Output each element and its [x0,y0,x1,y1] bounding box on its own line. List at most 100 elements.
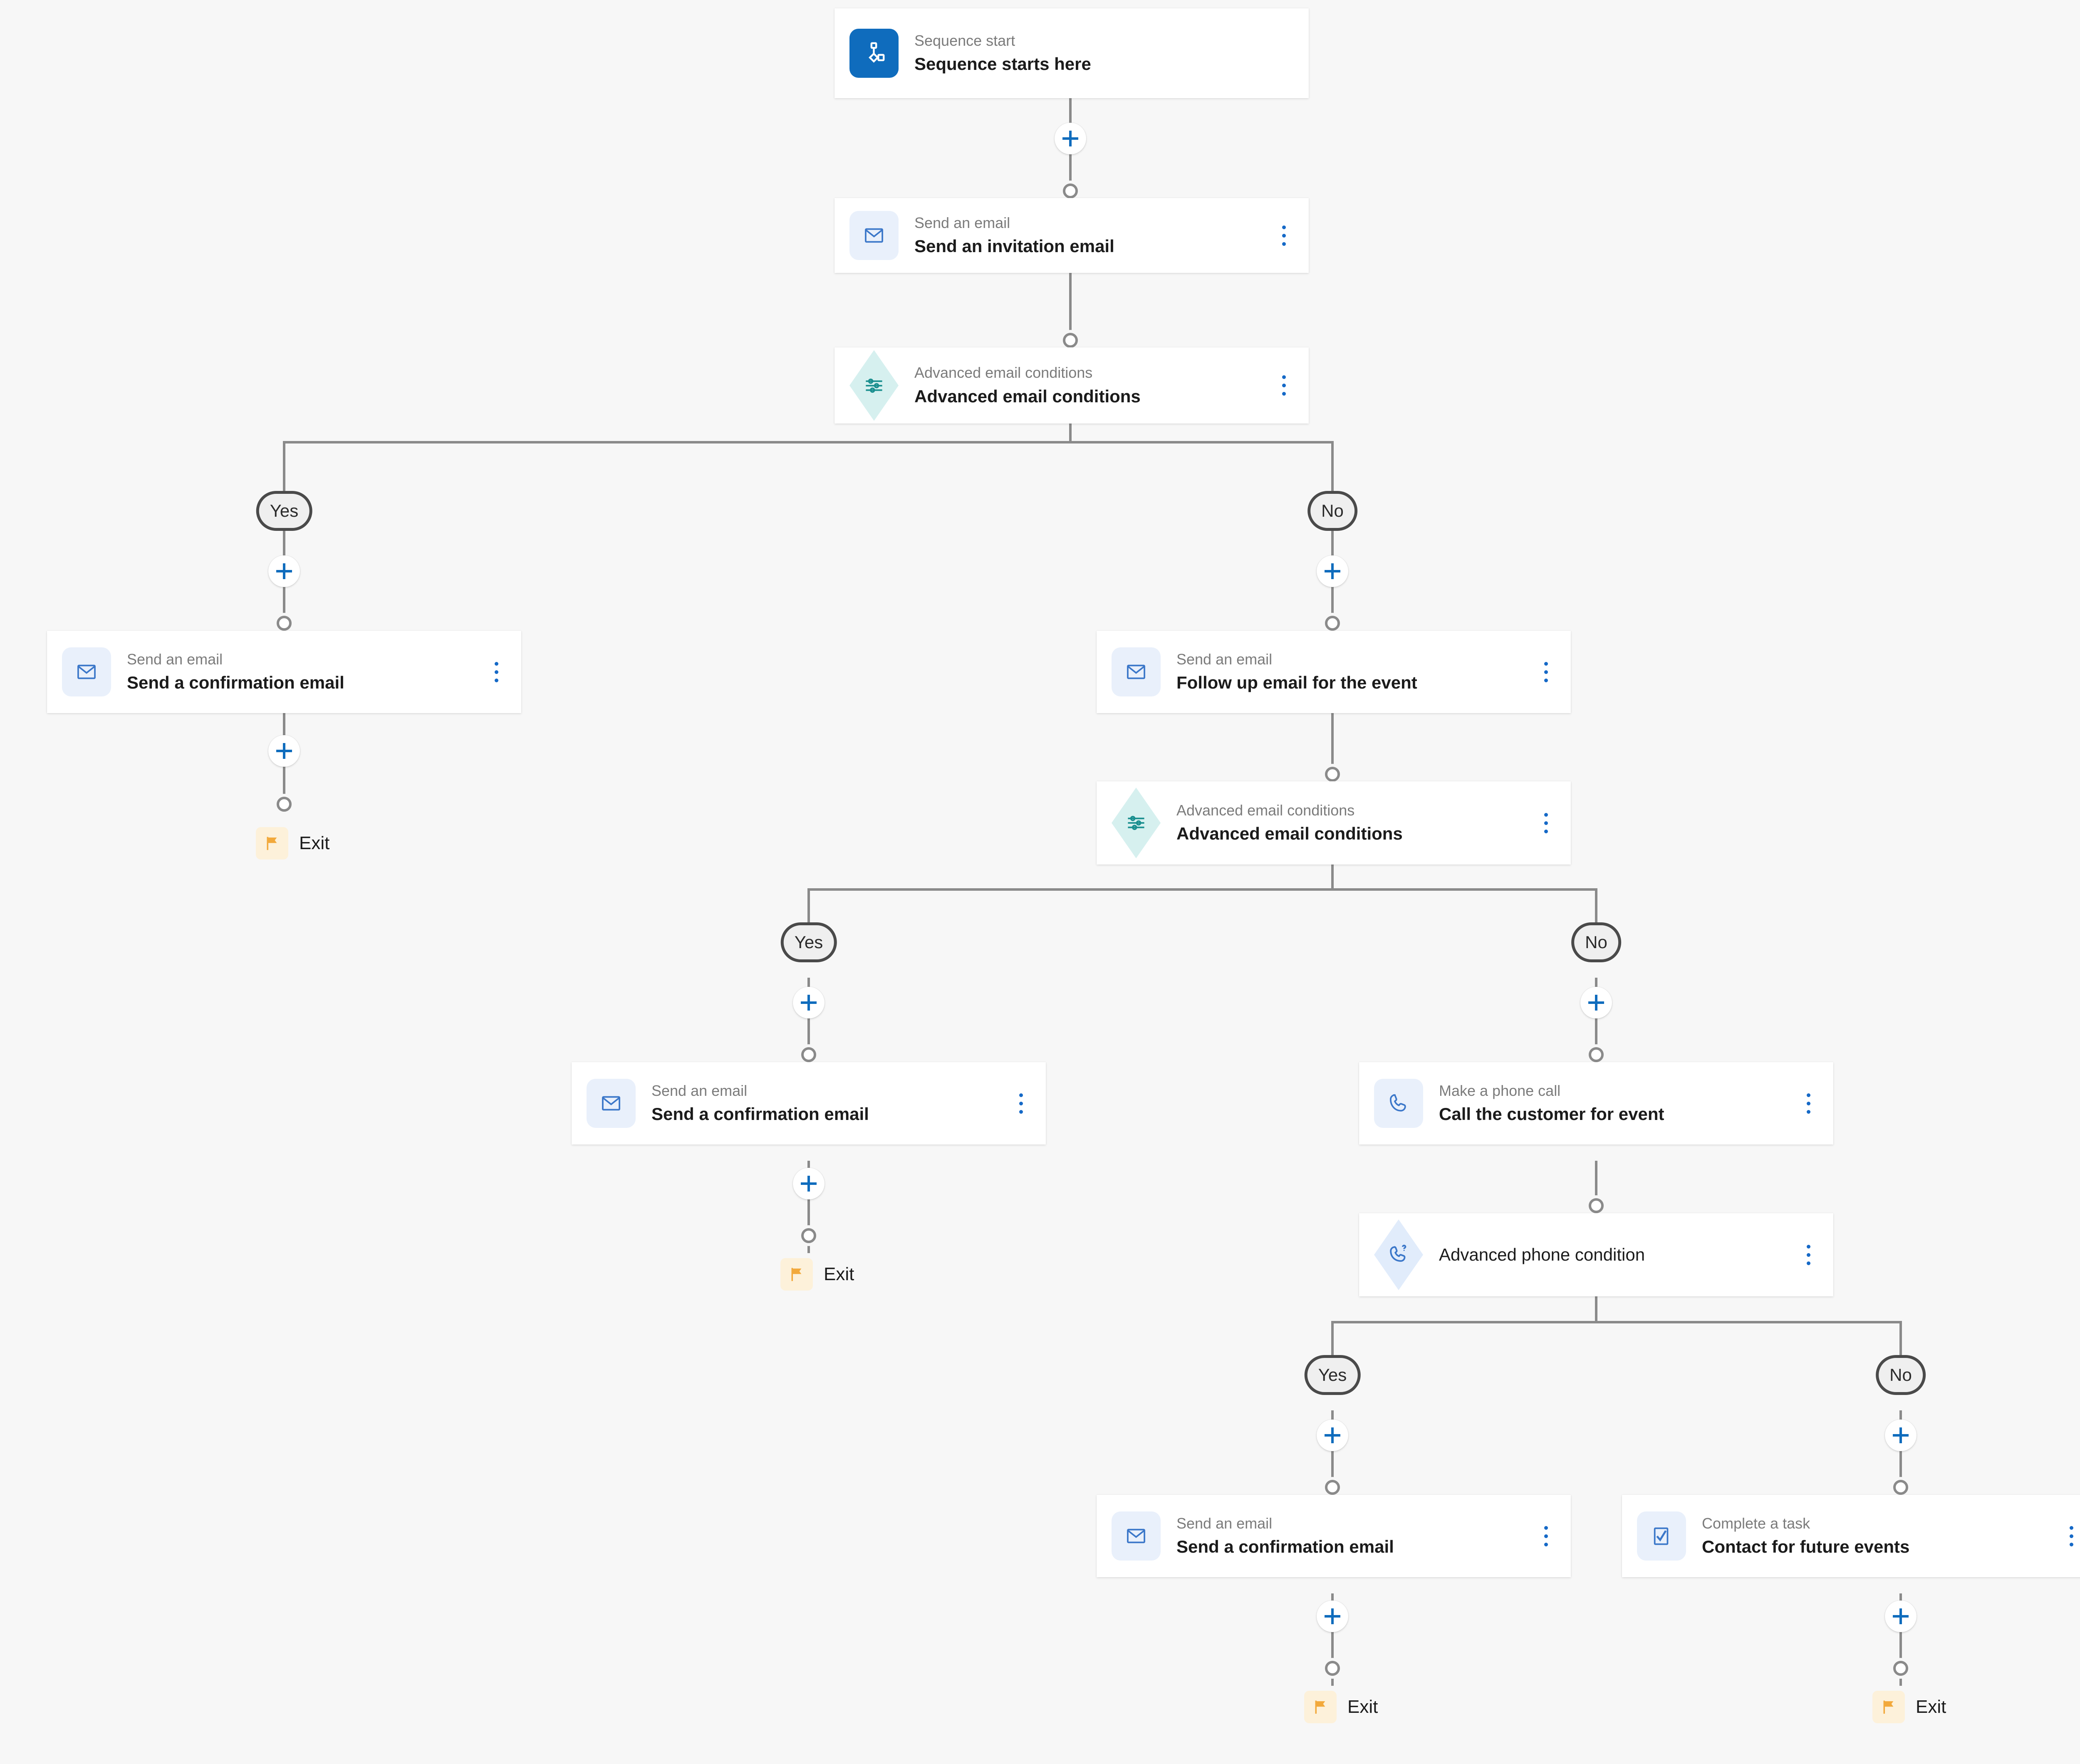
card-kicker: Send an email [1176,1514,1273,1532]
card-icon-wrap [849,29,899,78]
connector-dot [1325,1661,1340,1676]
connector-dot [801,1228,816,1243]
card-title: Follow up email for the event [1176,673,1417,693]
node-advanced-email-conditions-1[interactable]: Advanced email conditions Advanced email… [834,347,1309,424]
connector-dot [1325,767,1340,782]
connector-dot [1589,1047,1604,1062]
node-send-confirmation-email-left[interactable]: Send an email Send a confirmation email [47,631,521,713]
card-icon-wrap [1637,1511,1686,1561]
connector-line [1899,1593,1902,1686]
card-text: Advanced phone condition [1439,1243,1793,1266]
connector-dot [1325,616,1340,631]
branch-label-no[interactable]: No [1307,491,1357,531]
sliders-icon [849,350,899,421]
more-options-button[interactable] [1540,1519,1552,1553]
card-title: Call the customer for event [1439,1104,1664,1124]
node-make-phone-call[interactable]: Make a phone call Call the customer for … [1359,1062,1833,1145]
connector-line [1331,1410,1334,1511]
card-title: Send a confirmation email [1176,1537,1394,1557]
node-send-confirmation-email-bottom[interactable]: Send an email Send a confirmation email [1097,1495,1571,1577]
card-title: Contact for future events [1702,1537,1910,1557]
card-kicker: Complete a task [1702,1514,1810,1532]
node-send-invitation-email[interactable]: Send an email Send an invitation email [834,198,1309,273]
more-options-button[interactable] [1803,1238,1814,1271]
envelope-icon [587,1079,636,1128]
branch-label-no[interactable]: No [1876,1355,1926,1395]
more-options-button[interactable] [1278,369,1290,402]
card-icon-wrap [587,1079,636,1128]
branch-label-yes[interactable]: Yes [780,922,837,962]
connector-dot [1893,1661,1908,1676]
add-step-button[interactable] [268,555,300,587]
branch-split-bar [284,441,1334,443]
card-text: Send an email Send a confirmation email [127,649,480,695]
connector-dot [1589,1198,1604,1213]
node-exit-left[interactable]: Exit [256,827,329,860]
node-send-confirmation-email-mid[interactable]: Send an email Send a confirmation email [572,1062,1046,1145]
node-exit-bottom-left[interactable]: Exit [1304,1691,1378,1723]
card-icon-wrap [1374,1079,1423,1128]
branch-label-yes[interactable]: Yes [1304,1355,1361,1395]
flag-icon [1304,1691,1337,1723]
flag-icon [1872,1691,1905,1723]
checkbox-checked-icon [1637,1511,1686,1561]
add-step-button[interactable] [793,1168,825,1199]
node-exit-bottom-right[interactable]: Exit [1872,1691,1946,1723]
card-text: Sequence start Sequence starts here [914,31,1290,76]
more-options-button[interactable] [1015,1087,1027,1120]
connector-line [807,978,810,1078]
card-icon-wrap [1112,647,1161,696]
card-kicker: Advanced email conditions [914,364,1093,382]
add-step-button[interactable] [1580,987,1612,1018]
card-kicker: Sequence start [914,32,1015,49]
card-icon-wrap [1374,1219,1423,1290]
connector-line [1069,273,1072,358]
card-title: Send an invitation email [914,236,1114,256]
more-options-button[interactable] [1803,1087,1814,1120]
connector-dot [801,1047,816,1062]
node-follow-up-email[interactable]: Send an email Follow up email for the ev… [1097,631,1571,713]
connector-line [1595,1296,1597,1322]
envelope-icon [1112,1511,1161,1561]
more-options-button[interactable] [1278,219,1290,252]
more-options-button[interactable] [2065,1519,2077,1553]
card-icon-wrap [1112,1511,1161,1561]
add-step-button[interactable] [793,987,825,1018]
card-text: Send an email Send a confirmation email [1176,1514,1530,1559]
add-step-button[interactable] [1317,1600,1348,1632]
node-advanced-email-conditions-2[interactable]: Advanced email conditions Advanced email… [1097,781,1571,865]
add-step-button[interactable] [1055,123,1086,154]
branch-label-no[interactable]: No [1571,922,1621,962]
connector-line [1331,865,1334,889]
card-text: Complete a task Contact for future event… [1702,1514,2055,1559]
exit-label: Exit [1916,1697,1946,1717]
exit-label: Exit [824,1264,854,1284]
add-step-button[interactable] [1317,1420,1348,1451]
card-kicker: Send an email [1176,650,1273,668]
add-step-button[interactable] [268,735,300,767]
card-kicker: Advanced email conditions [1176,801,1355,819]
more-options-button[interactable] [1540,806,1552,840]
add-step-button[interactable] [1885,1600,1917,1632]
node-sequence-start[interactable]: Sequence start Sequence starts here [834,8,1309,98]
more-options-button[interactable] [1540,655,1552,689]
card-icon-wrap [1112,788,1161,858]
card-title: Send a confirmation email [127,673,344,693]
branch-split-bar [809,888,1596,891]
connector-line [1595,978,1597,1078]
add-step-button[interactable] [1317,555,1348,587]
node-exit-mid[interactable]: Exit [780,1258,854,1291]
node-complete-a-task[interactable]: Complete a task Contact for future event… [1622,1495,2080,1577]
card-title: Advanced email conditions [914,386,1141,406]
branch-split-bar [1332,1321,1901,1323]
envelope-icon [1112,647,1161,696]
branch-label-yes[interactable]: Yes [256,491,312,531]
more-options-button[interactable] [490,655,502,689]
add-step-button[interactable] [1885,1420,1917,1451]
connector-dot [277,797,292,812]
card-icon-wrap [849,211,899,260]
node-advanced-phone-condition[interactable]: Advanced phone condition [1359,1213,1833,1296]
flag-icon [780,1258,813,1291]
card-kicker: Send an email [651,1082,748,1099]
card-title: Advanced phone condition [1439,1244,1645,1264]
